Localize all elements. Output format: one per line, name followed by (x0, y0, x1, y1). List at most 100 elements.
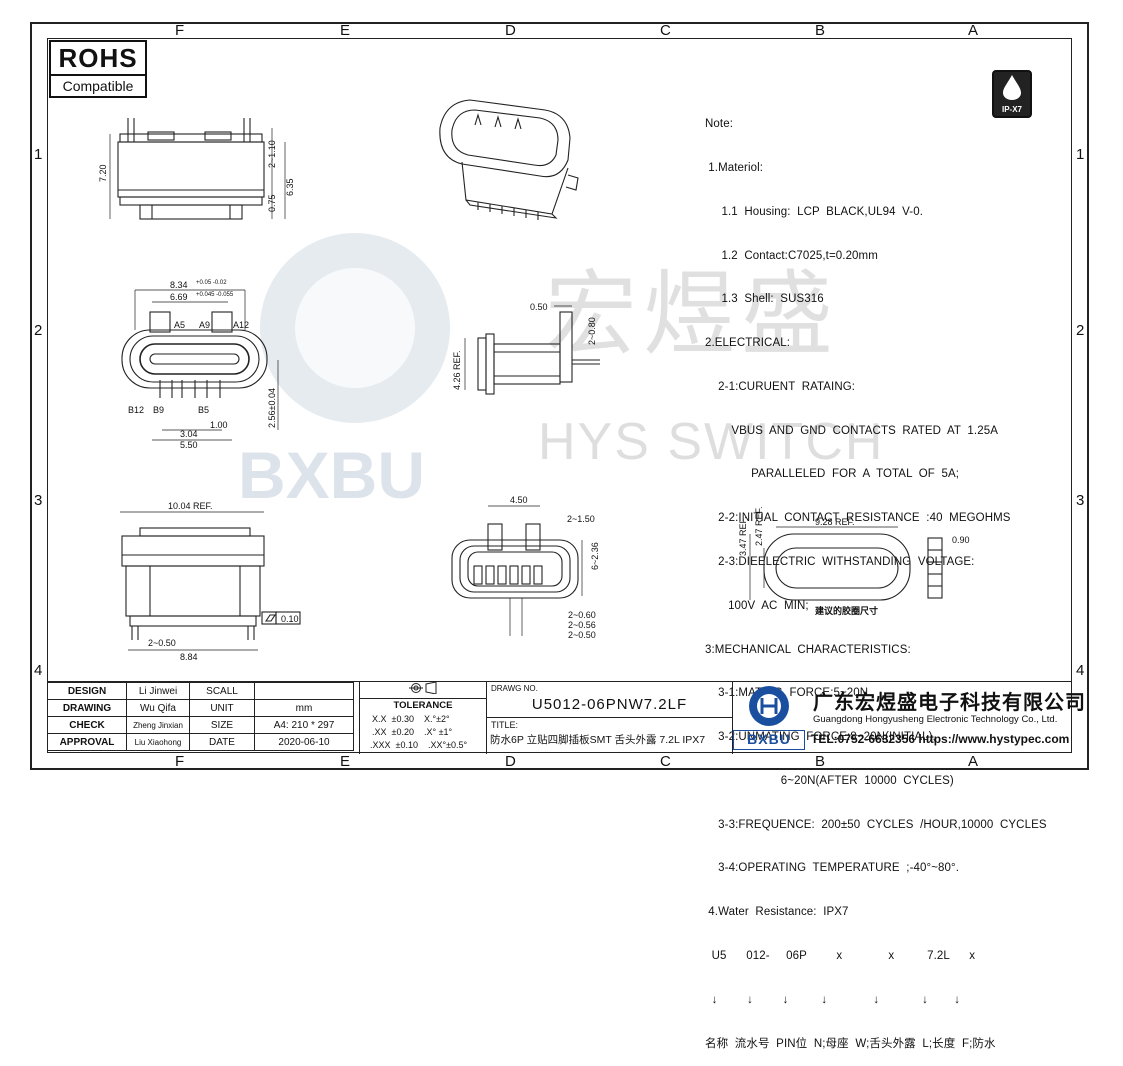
row-name: Li Jinwei (126, 682, 190, 700)
row-field: SCALL (189, 682, 255, 700)
notes-line: 6~20N(AFTER 10000 CYCLES) (705, 774, 954, 787)
zone-row-right-1: 1 (1076, 146, 1085, 163)
row-name: Wu Qifa (126, 699, 190, 717)
bottom-view-drawing (120, 511, 301, 651)
company-logo-icon (749, 686, 789, 726)
notes-line: 2-3:DIEELECTRIC WITHSTANDING VOLTAGE: (705, 556, 975, 568)
notes-line: 1.Materiol: (705, 161, 764, 174)
pin-label: A5 (174, 320, 185, 330)
notes-line: 4.Water Resistance: IPX7 (705, 906, 849, 919)
zone-col-top-6: A (968, 22, 979, 39)
dim-label: 6~2.36 (590, 542, 600, 570)
notes-line: 1.1 Housing: LCP BLACK,UL94 V-0. (705, 205, 924, 218)
dim-label: 9.28 REF. (815, 517, 855, 527)
row-field: UNIT (189, 699, 255, 717)
zone-row-left-1: 1 (34, 146, 43, 163)
dim-label: 10.04 REF. (168, 501, 213, 511)
title-block: DESIGN Li Jinwei SCALL DRAWING Wu Qifa U… (47, 681, 1085, 754)
row-value (254, 682, 354, 700)
zone-row-right-4: 4 (1076, 662, 1085, 679)
row-value: 2020-06-10 (254, 733, 354, 751)
dim-label: 2~0.50 (568, 630, 596, 640)
outer-border (30, 22, 1089, 770)
zone-col-top-3: D (505, 22, 516, 39)
rohs-badge: ROHS Compatible (49, 40, 147, 98)
dim-label: 8.34 (170, 280, 188, 290)
row-label: CHECK (47, 716, 127, 734)
front-view-drawing (121, 289, 279, 441)
dim-label: 4.26 REF. (452, 350, 462, 390)
pin-label: A9 (199, 320, 210, 330)
watermark-chinese: 宏煜盛 (545, 261, 840, 368)
row-label: APPROVAL (47, 733, 127, 751)
notes-line: 3-2:UNMATING FORCE:8~20N(INITIAL), (705, 731, 936, 744)
tolerance-line: .XX ±0.20 .X° ±1° (372, 727, 453, 737)
dim-label: 2~1.50 (567, 514, 595, 524)
drawing-canvas: 7.20 2~1.10 6.35 0.75 8.34 +0.05 -0.02 6… (98, 99, 970, 662)
drawing-number-block: DRAWG NO. U5012-06PNW7.2LF TITLE: 防水6P 立… (487, 682, 733, 754)
gasket-caption: 建议的胶圈尺寸 (815, 605, 878, 616)
zone-col-bottom-2: E (340, 753, 351, 770)
rohs-title: ROHS (58, 43, 138, 73)
dim-label: 2~0.80 (587, 317, 597, 345)
dim-label: 7.20 (98, 164, 108, 182)
title-label: TITLE: (491, 720, 519, 730)
company-name-en: Guangdong Hongyusheng Electronic Technol… (813, 714, 1058, 725)
tolerance-line: .XXX ±0.10 .XX°±0.5° (370, 740, 468, 750)
company-name-cn: 广东宏煜盛电子科技有限公司 (813, 692, 1086, 714)
dim-label: 6.35 (285, 178, 295, 196)
notes-line: 1.3 Shell: SUS316 (705, 293, 824, 306)
pin-label: B5 (198, 405, 209, 415)
drawing-no: U5012-06PNW7.2LF (487, 695, 732, 718)
notes-heading: Note: (705, 118, 733, 131)
row-value: mm (254, 699, 354, 717)
row-name: Zheng Jinxian (126, 716, 190, 734)
part-code-row: U5 012- 06P x x 7.2L x (705, 950, 976, 963)
ipx7-badge: IP-X7 (992, 70, 1032, 118)
row-label: DRAWING (47, 699, 127, 717)
drawing-no-label: DRAWG NO. (491, 684, 538, 693)
dim-label: 2~0.50 (148, 638, 176, 648)
dim-label: 0.75 (267, 194, 277, 212)
row-name: Liu Xiaohong (126, 733, 190, 751)
zone-col-top-4: C (660, 22, 671, 39)
rohs-subtitle: Compatible (51, 74, 145, 96)
notes-line: PARALLELED FOR A TOTAL OF 5A; (705, 468, 960, 481)
dim-label: 3.04 (180, 429, 198, 439)
dim-label: 0.90 (952, 535, 970, 545)
notes-line: 100V AC MIN; (705, 599, 809, 612)
zone-col-bottom-1: F (175, 753, 185, 770)
isometric-view-drawing (439, 99, 579, 220)
dim-label: 2~0.60 (568, 610, 596, 620)
notes-line: 3-4:OPERATING TEMPERATURE ;-40°~80°. (705, 862, 960, 875)
dim-label: 0.50 (530, 302, 548, 312)
company-logo-text: BXBU (733, 730, 805, 750)
pin-label: B9 (153, 405, 164, 415)
dim-label: 1.00 (210, 420, 228, 430)
notes-line: VBUS AND GND CONTACTS RATED AT 1.25A (705, 424, 998, 437)
tolerance-line: X.X ±0.30 X.°±2° (372, 714, 450, 724)
drawing-title: 防水6P 立贴四脚插板SMT 舌头外露 7.2L IPX7 (490, 734, 706, 746)
part-code-legend: 名称 流水号 PIN位 N;母座 W;舌头外露 L;长度 F;防水 (705, 1037, 996, 1050)
row-value: A4: 210 * 297 (254, 716, 354, 734)
top-view-drawing (109, 118, 286, 220)
pin-label: A12 (233, 320, 249, 330)
dim-label: 0.10 (281, 614, 299, 624)
notes-line: 3-3:FREQUENCE: 200±50 CYCLES /HOUR,10000… (705, 818, 1047, 831)
side-view-drawing (464, 305, 600, 395)
watermark-logo: BXBU (238, 233, 450, 512)
notes-line: 2.ELECTRICAL: (705, 337, 791, 350)
water-drop-icon (1003, 75, 1021, 100)
pin-view-drawing (451, 505, 583, 636)
dim-label: 2.56±0.04 (267, 388, 277, 428)
zone-col-bottom-4: C (660, 753, 671, 770)
dim-label: 2~0.56 (568, 620, 596, 630)
zone-col-top-1: F (175, 22, 185, 39)
dim-label: +0.05 -0.02 (196, 280, 227, 286)
zone-col-bottom-6: A (968, 753, 979, 770)
zone-row-left-3: 3 (34, 492, 43, 509)
dim-label: 8.84 (180, 652, 198, 662)
dim-label: 5.50 (180, 440, 198, 450)
dim-label: 6.69 (170, 292, 188, 302)
watermark-english: HYS SWITCH (538, 413, 885, 471)
